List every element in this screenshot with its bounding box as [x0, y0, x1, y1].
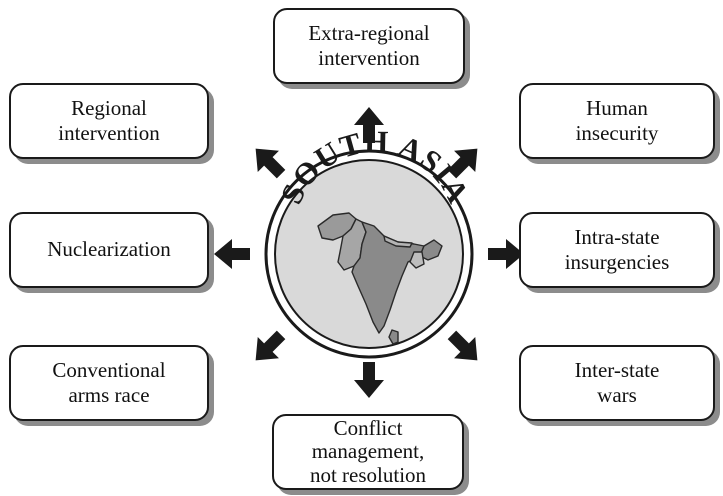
node-extra-regional-intervention: Extra-regional intervention	[273, 8, 465, 84]
node-conflict-management: Conflict management, not resolution	[272, 414, 464, 490]
south-asia-map-icon	[317, 212, 443, 345]
node-regional-intervention: Regional intervention	[9, 83, 209, 159]
arrow-down-right-icon	[441, 324, 488, 371]
node-nuclearization: Nuclearization	[9, 212, 209, 288]
arrow-down-left-icon	[245, 324, 292, 371]
arrow-left-icon	[214, 239, 250, 269]
node-conventional-arms-race: Conventional arms race	[9, 345, 209, 421]
arrow-up-left-icon	[245, 138, 292, 185]
arrow-down-icon	[354, 362, 384, 398]
node-human-insecurity: Human insecurity	[519, 83, 715, 159]
node-intra-state-insurgencies: Intra-state insurgencies	[519, 212, 715, 288]
node-inter-state-wars: Inter-state wars	[519, 345, 715, 421]
